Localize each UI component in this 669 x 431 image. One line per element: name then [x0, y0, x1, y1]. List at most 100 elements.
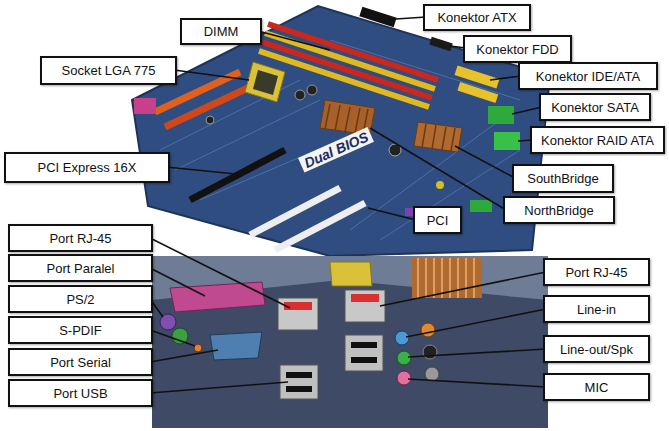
callout-box: Port Paralel	[8, 254, 153, 282]
audio-jack	[397, 351, 411, 365]
callout-box: Port RJ-45	[8, 224, 153, 252]
callout-box: Line-out/Spk	[543, 335, 650, 363]
callout-label: Konektor FDD	[476, 42, 558, 57]
callout-box: MIC	[543, 373, 650, 401]
callout-box: Port RJ-45	[543, 258, 650, 286]
dimm-slot	[259, 51, 429, 107]
callout-box: Konektor RAID ATA	[530, 126, 665, 154]
callout-label: Konektor ATX	[437, 10, 516, 25]
rear-photo	[152, 256, 548, 428]
fdd-connector	[429, 37, 452, 51]
callout-label: S-PDIF	[59, 323, 102, 338]
pci-slot	[250, 188, 340, 235]
leader-line	[166, 167, 236, 174]
audio-jack	[423, 345, 437, 359]
port-sticker	[351, 294, 379, 302]
callout-label: SouthBridge	[527, 171, 599, 186]
leader-line	[406, 309, 546, 337]
connector	[470, 200, 492, 212]
audio-jack	[395, 331, 409, 345]
serial-port	[210, 332, 262, 360]
dimm-slot	[262, 42, 432, 98]
callout-label: Konektor SATA	[551, 100, 639, 115]
callout-label: PCI Express 16X	[38, 160, 137, 175]
callout-box: DIMM	[180, 18, 262, 45]
circuit-trace	[160, 40, 520, 240]
capacitor	[436, 181, 444, 189]
atx-connector	[359, 7, 396, 28]
leader-line	[150, 382, 288, 393]
leader-line	[258, 31, 330, 50]
callout-box: Konektor IDE/ATA	[518, 62, 658, 90]
rear-port	[134, 98, 156, 114]
callout-box: Konektor ATX	[423, 4, 531, 31]
callout-label: Port Paralel	[47, 261, 115, 276]
leader-lines	[150, 17, 546, 393]
audio-jack	[421, 323, 435, 337]
sata-connector	[488, 106, 514, 124]
pcie-slot	[190, 150, 285, 200]
callout-box: PCI Express 16X	[4, 152, 170, 183]
leader-line	[368, 208, 416, 220]
callout-label: Socket LGA 775	[62, 63, 156, 78]
callout-label: Port Serial	[50, 355, 111, 370]
leader-line	[150, 330, 195, 346]
leader-line	[408, 349, 546, 357]
callout-label: Line-out/Spk	[560, 342, 633, 357]
callout-box: Port USB	[8, 379, 153, 407]
leader-line	[150, 238, 290, 308]
motherboard-rear	[152, 256, 548, 428]
callout-box: Port Serial	[8, 348, 153, 376]
heatsink-fins	[422, 124, 455, 151]
spdif-port	[194, 344, 202, 352]
audio-jack	[425, 367, 439, 381]
callout-label: PS/2	[66, 292, 94, 307]
callout-box: Konektor FDD	[463, 35, 572, 63]
callout-box: PS/2	[8, 285, 153, 313]
raid-connector	[494, 132, 520, 150]
leader-line	[150, 350, 218, 362]
callout-label: Line-in	[577, 302, 616, 317]
usb-slot	[286, 386, 312, 392]
callout-label: NorthBridge	[524, 203, 593, 218]
usb-slot	[351, 357, 377, 363]
callout-label: Port RJ-45	[565, 265, 627, 280]
ps2-port	[172, 328, 188, 344]
slot	[165, 87, 250, 127]
callout-label: Konektor RAID ATA	[541, 133, 654, 148]
leader-line	[408, 379, 546, 387]
callout-label: Port USB	[53, 386, 107, 401]
callout-box: Konektor SATA	[539, 93, 651, 121]
callout-label: DIMM	[204, 24, 239, 39]
parallel-port	[170, 282, 265, 312]
callout-box: NorthBridge	[503, 196, 615, 224]
usb-port	[345, 335, 383, 371]
leader-line	[150, 268, 205, 296]
callout-box: Socket LGA 775	[40, 56, 177, 85]
capacitor	[206, 116, 214, 124]
callout-box: Line-in	[543, 295, 650, 323]
leader-line	[490, 76, 521, 80]
leader-line	[396, 17, 426, 19]
rj45-port	[278, 298, 318, 330]
audio-jack	[397, 371, 411, 385]
callout-box: S-PDIF	[8, 316, 153, 344]
southbridge-heatsink	[414, 122, 462, 152]
callout-box: SouthBridge	[512, 164, 614, 193]
cpu-socket	[245, 62, 285, 102]
leader-line	[512, 107, 542, 114]
capacitor	[307, 85, 317, 95]
ide-connector	[457, 82, 498, 103]
capacitor	[295, 90, 305, 100]
callout-label: PCI	[427, 213, 449, 228]
callout-label: MIC	[585, 380, 609, 395]
cpu-socket-center	[253, 70, 278, 95]
pci-slot	[275, 203, 365, 250]
leader-line	[455, 146, 515, 178]
io-panel	[152, 280, 548, 428]
callout-label: Konektor IDE/ATA	[536, 69, 640, 84]
callout-label: Port RJ-45	[49, 231, 111, 246]
cpu-socket	[330, 262, 372, 286]
usb-slot	[351, 342, 377, 348]
